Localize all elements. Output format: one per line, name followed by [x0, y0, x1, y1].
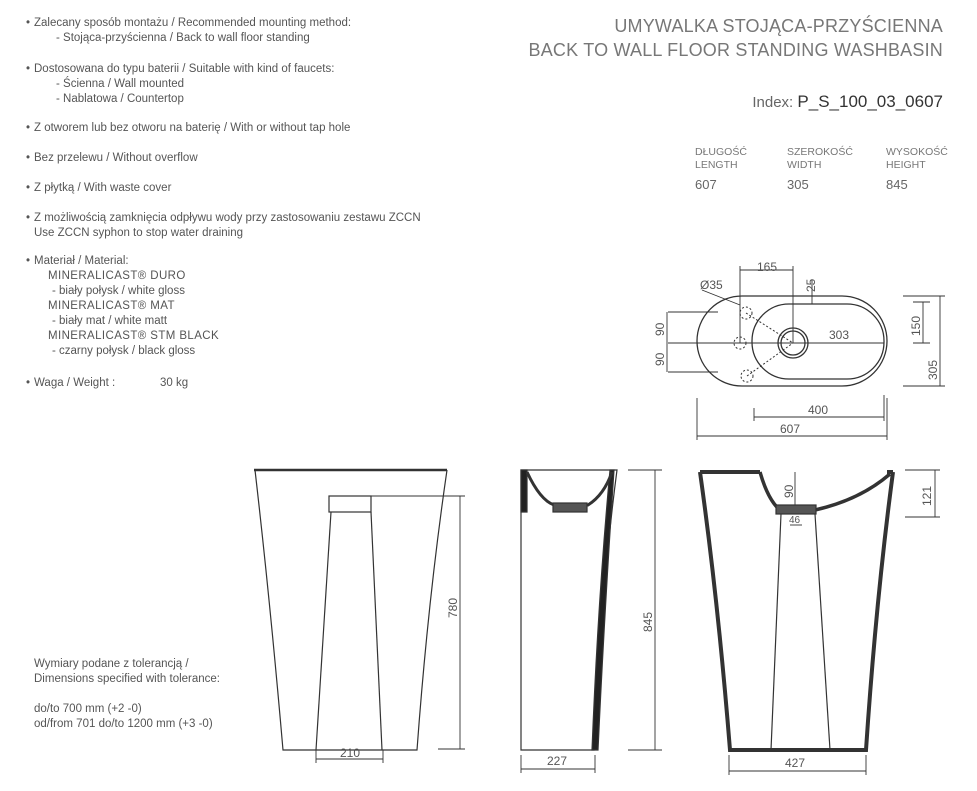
feature-material: •Materiał / Material: MINERALICAST® DURO… [26, 255, 220, 357]
dim-121: 121 [920, 486, 934, 506]
dim-diameter-35: Ø35 [700, 278, 723, 292]
feature-weight: •Waga / Weight : 30 kg [26, 377, 189, 389]
feature-faucets: •Dostosowana do typu baterii / Suitable … [26, 63, 335, 105]
dim-46: 46 [789, 515, 801, 526]
dimension-label: DŁUGOŚĆ [695, 146, 747, 158]
tap-holes [733, 306, 794, 383]
dimension-value: 607 [695, 177, 717, 192]
product-index: Index: P_S_100_03_0607 [752, 92, 943, 112]
dim-90-depth: 90 [782, 484, 796, 498]
plan-bowl [751, 303, 885, 380]
feature-label: Bez przelewu / Without overflow [34, 152, 198, 164]
dimension-label: WYSOKOŚĆ [886, 146, 948, 158]
feature-label: Z otworem lub bez otworu na baterię / Wi… [34, 122, 351, 134]
feature-label: Waga / Weight : [34, 377, 116, 389]
side-view: 845 227 [520, 469, 662, 773]
section-view: 90 46 121 427 [698, 469, 940, 775]
dim-227: 227 [547, 754, 567, 768]
dim-400: 400 [808, 403, 828, 417]
material-finish: - czarny połysk / black gloss [52, 345, 196, 357]
product-title-pl: UMYWALKA STOJĄCA-PRZYŚCIENNA [614, 16, 943, 36]
dim-427: 427 [785, 756, 805, 770]
feature-waste-cover: •Z płytką / With waste cover [26, 182, 172, 194]
dimension-label: WIDTH [787, 159, 822, 171]
dim-607: 607 [780, 422, 800, 436]
feature-subitem: - Ścienna / Wall mounted [56, 78, 185, 90]
feature-subitem: - Nablatowa / Countertop [56, 93, 184, 105]
feature-tap-hole: •Z otworem lub bez otworu na baterię / W… [26, 122, 351, 134]
weight-value: 30 kg [160, 377, 189, 389]
dim-845: 845 [641, 612, 655, 632]
tolerance-text: od/from 701 do/to 1200 mm (+3 -0) [34, 718, 213, 730]
dim-25: 25 [804, 278, 818, 292]
material-finish: - biały mat / white matt [52, 315, 168, 327]
dimension-label: SZEROKOŚĆ [787, 146, 853, 158]
feature-zccn: •Z możliwością zamknięcia odpływu wody p… [26, 212, 421, 239]
feature-label: Z płytką / With waste cover [34, 182, 172, 194]
dim-780: 780 [446, 598, 460, 618]
product-title-en: BACK TO WALL FLOOR STANDING WASHBASIN [528, 40, 943, 60]
feature-overflow: •Bez przelewu / Without overflow [26, 152, 198, 164]
dim-303: 303 [829, 328, 849, 342]
tolerance-text: do/to 700 mm (+2 -0) [34, 703, 142, 715]
material-name: MINERALICAST® STM BLACK [48, 330, 220, 342]
material-finish: - biały połysk / white gloss [52, 285, 185, 297]
plan-dim-lines [666, 266, 945, 440]
dimension-value: 845 [886, 177, 908, 192]
feature-subitem: - Stojąca-przyścienna / Back to wall flo… [56, 32, 310, 44]
tolerance-text: Wymiary podane z tolerancją / [34, 658, 189, 670]
feature-label: Use ZCCN syphon to stop water draining [34, 227, 244, 239]
dimension-label: LENGTH [695, 159, 738, 171]
dim-305: 305 [926, 360, 940, 380]
feature-label: Z możliwością zamknięcia odpływu wody pr… [34, 212, 421, 224]
front-view: 780 210 [254, 468, 465, 763]
material-name: MINERALICAST® MAT [48, 300, 175, 312]
dim-90: 90 [653, 352, 667, 366]
feature-label: Zalecany sposób montażu / Recommended mo… [34, 17, 352, 29]
index-value: P_S_100_03_0607 [797, 92, 943, 111]
feature-label: Dostosowana do typu baterii / Suitable w… [34, 63, 335, 75]
dim-150: 150 [909, 316, 923, 336]
index-label: Index: [752, 94, 794, 111]
plan-outline [696, 295, 888, 387]
plan-view: 165 Ø35 25 90 90 303 150 305 400 607 [653, 260, 945, 440]
dim-210: 210 [340, 746, 360, 760]
material-name: MINERALICAST® DURO [48, 270, 186, 282]
dimension-value: 305 [787, 177, 809, 192]
dimension-label: HEIGHT [886, 159, 926, 171]
dim-90: 90 [653, 322, 667, 336]
feature-mounting: •Zalecany sposób montażu / Recommended m… [26, 17, 352, 44]
tolerance-note: Wymiary podane z tolerancją / Dimensions… [34, 657, 220, 732]
feature-label: Materiał / Material: [34, 255, 129, 267]
dim-165: 165 [757, 260, 777, 274]
tolerance-text: Dimensions specified with tolerance: [34, 673, 221, 685]
